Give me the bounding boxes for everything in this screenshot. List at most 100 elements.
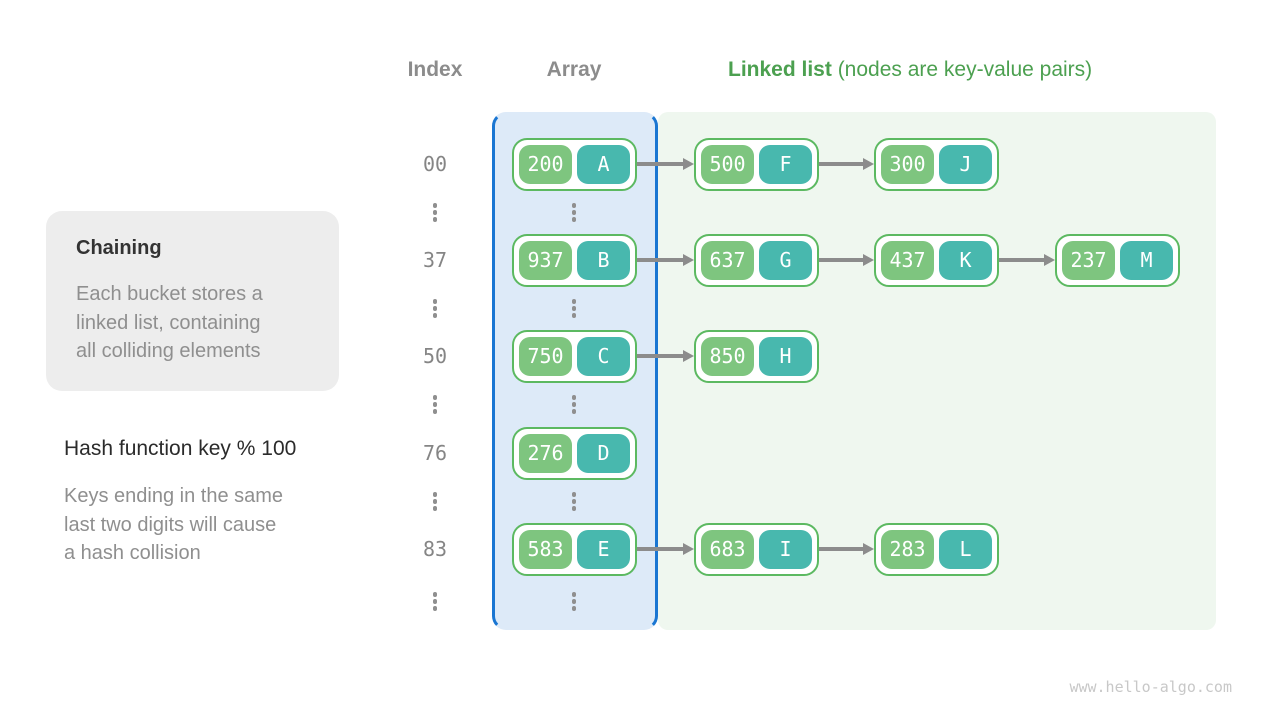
value-cell: F	[759, 144, 812, 184]
value-cell: C	[577, 336, 630, 376]
value-cell: J	[939, 144, 992, 184]
value-cell: H	[759, 336, 812, 376]
ellipsis-dots	[432, 492, 438, 511]
value-cell: G	[759, 240, 812, 280]
dot	[571, 506, 577, 511]
dot	[432, 592, 438, 597]
value-cell: B	[577, 240, 630, 280]
arrow	[819, 543, 874, 555]
key-cell: 500	[701, 144, 754, 184]
value-cell: I	[759, 529, 812, 569]
index-label: 37	[422, 248, 448, 272]
key-cell: 850	[701, 336, 754, 376]
dot	[571, 203, 577, 208]
info-box-title: Chaining	[76, 237, 162, 259]
arrow-line	[637, 547, 686, 551]
dot	[432, 606, 438, 611]
ellipsis-dots	[571, 592, 577, 611]
arrow-head-icon	[683, 543, 694, 555]
arrow-head-icon	[683, 254, 694, 266]
dot	[432, 599, 438, 604]
dot	[571, 592, 577, 597]
dot	[571, 299, 577, 304]
dot	[571, 499, 577, 504]
linked-list-subtitle: (nodes are key-value pairs)	[831, 58, 1093, 81]
index-label: 00	[422, 152, 448, 176]
key-cell: 437	[881, 240, 934, 280]
dot	[432, 409, 438, 414]
ellipsis-dots	[432, 299, 438, 318]
ellipsis-dots	[432, 592, 438, 611]
value-cell: M	[1120, 240, 1173, 280]
column-header-array: Array	[546, 58, 602, 81]
dot	[571, 492, 577, 497]
dot	[432, 217, 438, 222]
dot	[432, 306, 438, 311]
index-label: 50	[422, 344, 448, 368]
arrow-head-icon	[863, 158, 874, 170]
hash-function-label: Hash function key % 100	[64, 437, 297, 460]
arrow-line	[819, 547, 866, 551]
arrow	[819, 254, 874, 266]
key-cell: 583	[519, 529, 572, 569]
arrow-line	[819, 258, 866, 262]
key-cell: 683	[701, 529, 754, 569]
dot	[571, 217, 577, 222]
dot	[571, 210, 577, 215]
key-cell: 937	[519, 240, 572, 280]
value-cell: E	[577, 529, 630, 569]
dot	[571, 409, 577, 414]
linked-list-title: Linked list	[728, 58, 832, 81]
arrow-head-icon	[863, 543, 874, 555]
arrow-head-icon	[1044, 254, 1055, 266]
arrow	[999, 254, 1055, 266]
arrow-line	[637, 162, 686, 166]
value-cell: D	[577, 433, 630, 473]
dot	[432, 499, 438, 504]
dot	[432, 210, 438, 215]
arrow	[637, 543, 694, 555]
dot	[432, 203, 438, 208]
value-cell: L	[939, 529, 992, 569]
ellipsis-dots	[571, 203, 577, 222]
ellipsis-dots	[571, 492, 577, 511]
arrow-line	[637, 258, 686, 262]
index-label: 83	[422, 537, 448, 561]
ellipsis-dots	[432, 395, 438, 414]
dot	[432, 313, 438, 318]
arrow-line	[999, 258, 1047, 262]
arrow	[819, 158, 874, 170]
arrow	[637, 350, 694, 362]
key-cell: 237	[1062, 240, 1115, 280]
arrow-line	[819, 162, 866, 166]
chaining-info-box: Chaining Each bucket stores a linked lis…	[46, 211, 339, 391]
dot	[432, 299, 438, 304]
arrow-head-icon	[683, 350, 694, 362]
watermark: www.hello-algo.com	[1069, 678, 1232, 696]
value-cell: A	[577, 144, 630, 184]
arrow-head-icon	[863, 254, 874, 266]
dot	[432, 506, 438, 511]
arrow	[637, 158, 694, 170]
dot	[432, 402, 438, 407]
ellipsis-dots	[432, 203, 438, 222]
dot	[571, 599, 577, 604]
dot	[432, 492, 438, 497]
ellipsis-dots	[571, 299, 577, 318]
key-cell: 300	[881, 144, 934, 184]
arrow	[637, 254, 694, 266]
arrow-head-icon	[683, 158, 694, 170]
dot	[432, 395, 438, 400]
